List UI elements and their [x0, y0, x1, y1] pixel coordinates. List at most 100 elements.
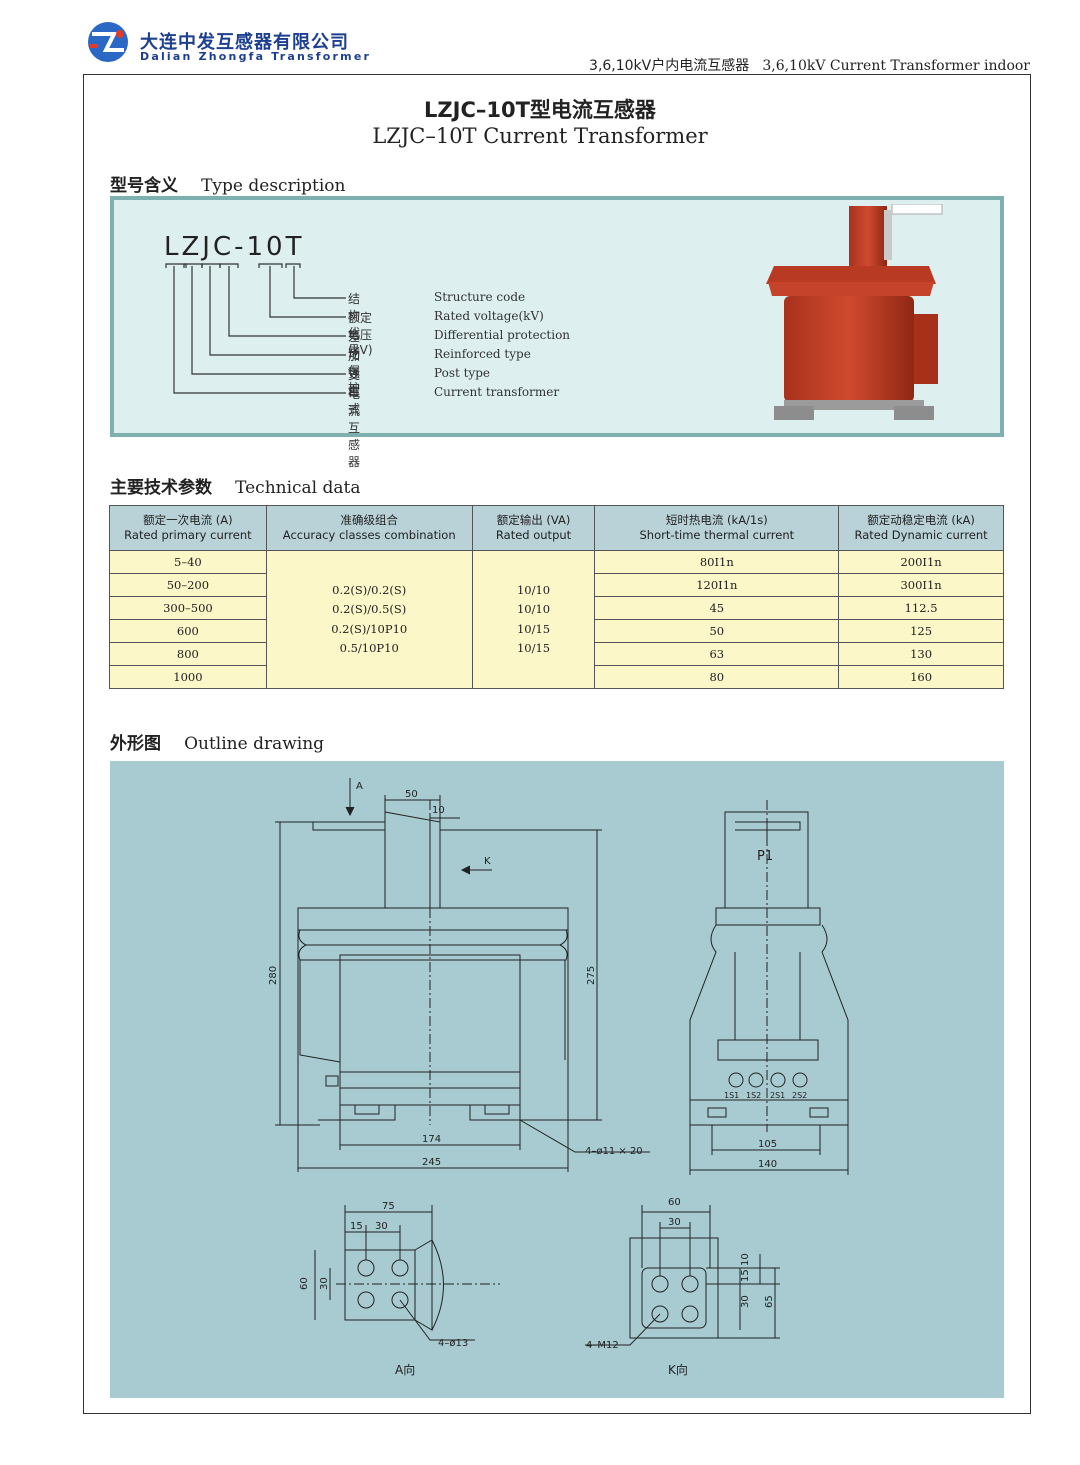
- dim-140: 140: [758, 1159, 777, 1170]
- thermal-current-cell: 120I1n: [594, 573, 840, 597]
- legend-cn: 支柱式: [348, 368, 361, 416]
- dynamic-current-cell: 160: [838, 665, 1004, 689]
- primary-current-cell: 800: [109, 642, 267, 666]
- a-dim-75: 75: [382, 1201, 395, 1212]
- company-name-cn: 大连中发互感器有限公司: [140, 32, 349, 53]
- model-legend: 结构代号 Structure code 额定电压(kV) Rated volta…: [348, 290, 648, 469]
- primary-current-cell: 600: [109, 619, 267, 643]
- thermal-current-cell: 50: [594, 619, 840, 643]
- table-row: 1000 80 160: [109, 665, 1004, 689]
- product-photo: [766, 204, 943, 420]
- k-dim-15: 15: [740, 1269, 751, 1282]
- legend-cn: 差动保护: [348, 330, 361, 395]
- primary-current-cell: 50–200: [109, 573, 267, 597]
- a-dim-15: 15: [350, 1221, 363, 1232]
- tech-section-heading: 主要技术参数 Technical data: [110, 473, 361, 498]
- dim-280: 280: [268, 966, 279, 985]
- outline-heading-cn: 外形图: [110, 734, 161, 754]
- type-heading-en: Type description: [201, 176, 346, 196]
- dim-174: 174: [422, 1134, 441, 1145]
- primary-current-cell: 5–40: [109, 550, 267, 574]
- view-a-label: A向: [395, 1362, 415, 1377]
- outline-section-heading: 外形图 Outline drawing: [110, 729, 324, 754]
- type-description-box: LZJC-10T 结构代号 Structure code 额定电压(kV) Ra…: [110, 196, 1004, 469]
- primary-current-cell: 1000: [109, 665, 267, 689]
- outline-heading-en: Outline drawing: [184, 734, 325, 754]
- a-dim-60: 60: [299, 1277, 310, 1290]
- dim-50: 50: [405, 789, 418, 800]
- k-dim-65: 65: [764, 1295, 775, 1308]
- dim-10: 10: [432, 805, 445, 816]
- table-row: 800 63 130: [109, 642, 1004, 666]
- type-section-heading: 型号含义 Type description: [110, 171, 345, 196]
- table-row: 50–200 120I1n 300I1n: [109, 573, 1004, 597]
- legend-en: Reinforced type: [434, 347, 531, 361]
- model-code: LZJC-10T: [164, 232, 305, 262]
- k-dim-60: 60: [668, 1197, 681, 1208]
- legend-cn: 加强型: [348, 349, 361, 397]
- terminal-label: 2S2: [792, 1091, 807, 1100]
- legend-en: Post type: [434, 366, 490, 380]
- a-dim-30: 30: [375, 1221, 388, 1232]
- legend-cn: 额定电压(kV): [348, 311, 373, 357]
- k-dim-30: 30: [668, 1217, 681, 1228]
- terminal-label: 1S2: [746, 1091, 761, 1100]
- column-header: 短时热电流 (kA/1s)Short-time thermal current: [594, 505, 840, 551]
- model-breakdown-lines: [165, 263, 346, 394]
- page-title-cn: LZJC–10T型电流互感器: [424, 98, 656, 122]
- type-heading-cn: 型号含义: [110, 176, 178, 196]
- dynamic-current-cell: 125: [838, 619, 1004, 643]
- legend-en: Differential protection: [434, 328, 571, 342]
- dim-275: 275: [586, 966, 597, 985]
- dynamic-current-cell: 300I1n: [838, 573, 1004, 597]
- category-cn: 3,6,10kV户内电流互感器: [589, 58, 750, 74]
- category-en: 3,6,10kV Current Transformer indoor: [762, 58, 1030, 74]
- legend-en: Structure code: [434, 290, 526, 304]
- terminal-label: 1S1: [724, 1091, 739, 1100]
- outline-drawing-panel: A K 50 10 280 275 174 245 4–ø11 × 20 P1 …: [110, 761, 1004, 1398]
- arrow-k-label: K: [484, 856, 491, 867]
- k-dim-10: 10: [740, 1253, 751, 1266]
- column-header: 额定输出 (VA)Rated output: [471, 505, 596, 551]
- a-dim-30v: 30: [319, 1277, 330, 1290]
- dim-105: 105: [758, 1139, 777, 1150]
- legend-cn: 结构代号: [348, 292, 361, 357]
- k-dim-30v: 30: [740, 1295, 751, 1308]
- outline-drawing: A K 50 10 280 275 174 245 4–ø11 × 20 P1 …: [268, 778, 849, 1377]
- page-title-en: LZJC–10T Current Transformer: [372, 124, 708, 148]
- arrow-a-label: A: [356, 781, 363, 792]
- legend-en: Current transformer: [434, 385, 560, 399]
- table-row: 5–40 0.2(S)/0.2(S)0.2(S)/0.5(S) 0.2(S)/1…: [109, 550, 1004, 689]
- holes-front-label: 4–ø11 × 20: [585, 1146, 643, 1157]
- thermal-current-cell: 45: [594, 596, 840, 620]
- legend-en: Rated voltage(kV): [434, 309, 544, 323]
- company-logo: [84, 20, 132, 64]
- logo-icon: [88, 22, 128, 62]
- column-header: 额定一次电流 (A)Rated primary current: [109, 505, 267, 551]
- thermal-current-cell: 63: [594, 642, 840, 666]
- tech-heading-cn: 主要技术参数: [110, 478, 212, 498]
- header-category: 3,6,10kV户内电流互感器 3,6,10kV Current Transfo…: [589, 55, 1030, 75]
- page-frame: [83, 74, 1031, 1414]
- tech-heading-en: Technical data: [235, 478, 361, 498]
- legend-cn: 电流互感器: [348, 387, 361, 469]
- p1-label: P1: [757, 849, 773, 864]
- view-k-label: K向: [668, 1362, 688, 1377]
- column-header: 额定动稳定电流 (kA)Rated Dynamic current: [838, 505, 1004, 551]
- thermal-current-cell: 80I1n: [594, 550, 840, 574]
- terminal-label: 2S1: [770, 1091, 785, 1100]
- dim-245: 245: [422, 1157, 441, 1168]
- dynamic-current-cell: 112.5: [838, 596, 1004, 620]
- table-row: 600 50 125: [109, 619, 1004, 643]
- primary-current-cell: 300–500: [109, 596, 267, 620]
- dynamic-current-cell: 200I1n: [838, 550, 1004, 574]
- k-holes-label: 4–M12: [586, 1340, 619, 1351]
- table-row: 300–500 45 112.5: [109, 596, 1004, 620]
- dynamic-current-cell: 130: [838, 642, 1004, 666]
- company-name-en: Dalian Zhongfa Transformer: [140, 50, 372, 63]
